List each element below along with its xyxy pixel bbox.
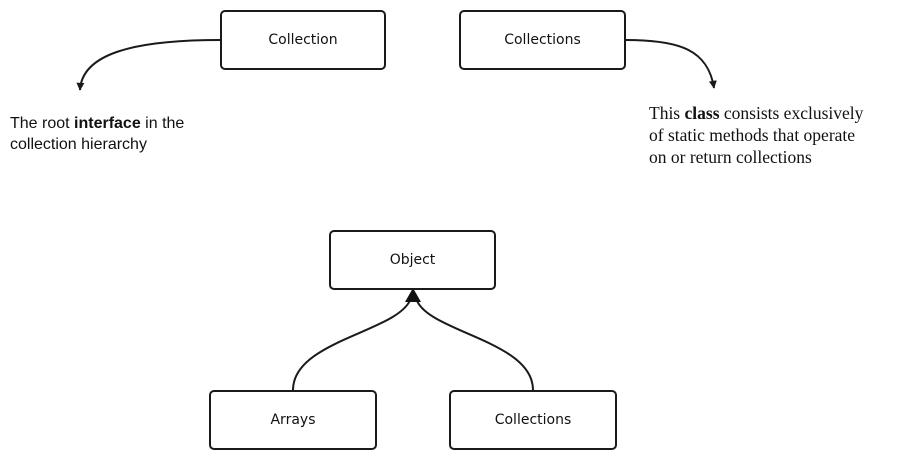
collections-to-object-arrow — [415, 297, 534, 391]
collections-note-arrow — [625, 39, 717, 89]
collections-description: This class consists exclusively of stati… — [649, 102, 909, 168]
arrays-to-object-arrow — [292, 297, 412, 391]
collections-class-label: Collections — [504, 32, 581, 48]
collections-class-node: Collections — [459, 10, 626, 70]
collections-description-line1: This class consists exclusively — [649, 103, 864, 123]
collection-interface-label: Collection — [268, 32, 338, 48]
arrays-node: Arrays — [209, 390, 377, 450]
collection-description: The root interface in the collection hie… — [10, 113, 250, 155]
collection-description-line2: collection hierarchy — [10, 136, 147, 153]
arrays-label: Arrays — [270, 412, 316, 428]
collection-note-arrow — [76, 39, 221, 91]
collections-node: Collections — [449, 390, 617, 450]
class-keyword: class — [684, 103, 720, 123]
interface-keyword: interface — [74, 115, 141, 132]
collection-description-line1: The root interface in the — [10, 115, 185, 132]
collections-label: Collections — [494, 412, 572, 428]
collections-description-line2: of static methods that operate — [649, 125, 856, 145]
collections-description-line3: on or return collections — [649, 147, 812, 167]
collection-interface-node: Collection — [220, 10, 386, 70]
object-label: Object — [389, 252, 436, 268]
inheritance-arrowhead — [405, 288, 421, 302]
object-node: Object — [329, 230, 496, 290]
